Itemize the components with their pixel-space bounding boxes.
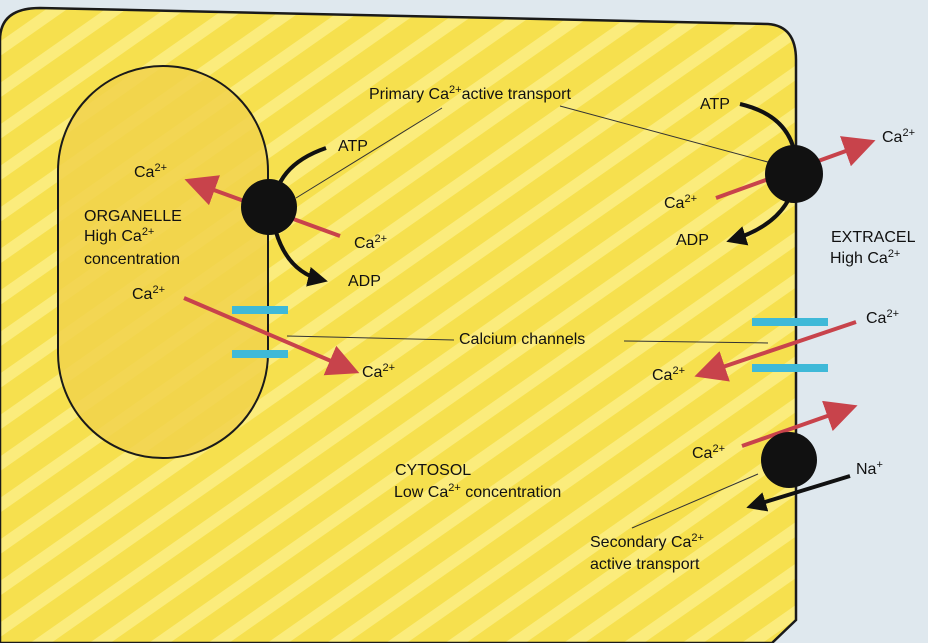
ca-organelle-pump-in: Ca2+ (354, 233, 387, 253)
adp-left-label: ADP (348, 273, 381, 290)
membrane-pump (765, 145, 823, 203)
organelle-high-label: High Ca2+ (84, 226, 155, 246)
ca-organelle-channel-out: Ca2+ (362, 362, 395, 382)
cytosol-low-label: Low Ca2+ concentration (394, 482, 562, 502)
leader-channels-right (623, 340, 769, 344)
exchanger-pump (761, 432, 817, 488)
organelle (57, 65, 269, 459)
calcium-channels-label: Calcium channels (459, 331, 586, 348)
leader-secondary (631, 473, 759, 529)
na-label: Na+ (856, 459, 883, 479)
secondary-transport-label-line2: active transport (590, 556, 700, 573)
organelle-title: ORGANELLE (84, 208, 182, 225)
leader-primary-left (295, 107, 443, 199)
exchanger-na-arrow (746, 474, 851, 512)
membrane-channel-bottom (752, 364, 828, 372)
extracellular-title: EXTRACEL (831, 229, 916, 246)
ca-membrane-channel-in: Ca2+ (652, 365, 685, 385)
adp-right-label: ADP (676, 232, 709, 249)
membrane-channel-top (752, 318, 828, 326)
cytosol-title: CYTOSOL (395, 462, 472, 479)
organelle-channel-top (232, 306, 288, 314)
atp-left-label: ATP (338, 138, 368, 155)
organelle-channel-arrow (183, 296, 360, 376)
organelle-channel-bottom (232, 350, 288, 358)
primary-transport-label: Primary Ca2+active transport (369, 84, 571, 104)
ca-organelle-pump-out: Ca2+ (134, 162, 167, 182)
atp-right-label: ATP (700, 96, 730, 113)
organelle-pump (241, 179, 297, 235)
exchanger-ca-arrow (741, 400, 858, 448)
ca-exchanger-label: Ca2+ (692, 443, 725, 463)
leader-channels-left (286, 335, 455, 341)
ca-membrane-channel-out: Ca2+ (866, 308, 899, 328)
extracellular-high-label: High Ca2+ (830, 248, 901, 268)
organelle-concentration-label: concentration (84, 251, 181, 268)
ca-organelle-channel-in: Ca2+ (132, 284, 165, 304)
ca-membrane-pump-out: Ca2+ (882, 127, 915, 147)
ca-membrane-pump-in: Ca2+ (664, 193, 697, 213)
secondary-transport-label: Secondary Ca2+ (590, 532, 704, 552)
membrane-channel-arrow (694, 320, 857, 382)
leader-primary-right (559, 105, 791, 169)
